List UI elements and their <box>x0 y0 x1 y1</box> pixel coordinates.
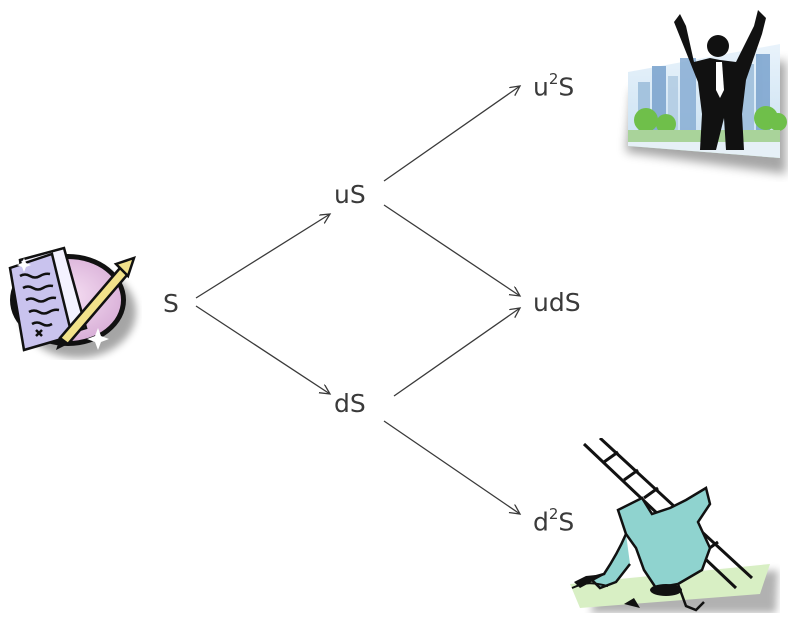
edge-us-to-u2s <box>383 86 520 182</box>
node-d2s-tail: S <box>558 507 575 537</box>
node-s: S <box>163 289 179 318</box>
edge-us-to-uds <box>383 204 520 296</box>
edge-ds-to-d2s <box>383 420 520 514</box>
node-us: uS <box>334 180 366 209</box>
node-u2s-base: u <box>533 72 549 102</box>
node-d2s-base: d <box>533 507 549 537</box>
contract-clipart <box>2 240 142 360</box>
celebrating-person-city-clipart <box>608 6 788 182</box>
edge-s-to-ds <box>195 305 330 394</box>
edge-s-to-us <box>195 214 330 299</box>
node-d2s-exponent: 2 <box>548 505 559 523</box>
node-u2s: u2S <box>533 72 575 102</box>
node-u2s-exponent: 2 <box>548 70 559 88</box>
node-ds: dS <box>334 389 366 418</box>
node-uds: udS <box>533 288 581 317</box>
node-u2s-tail: S <box>558 72 575 102</box>
fallen-person-ladder-clipart <box>560 436 780 613</box>
edge-ds-to-uds <box>393 308 520 397</box>
node-d2s: d2S <box>533 507 575 537</box>
